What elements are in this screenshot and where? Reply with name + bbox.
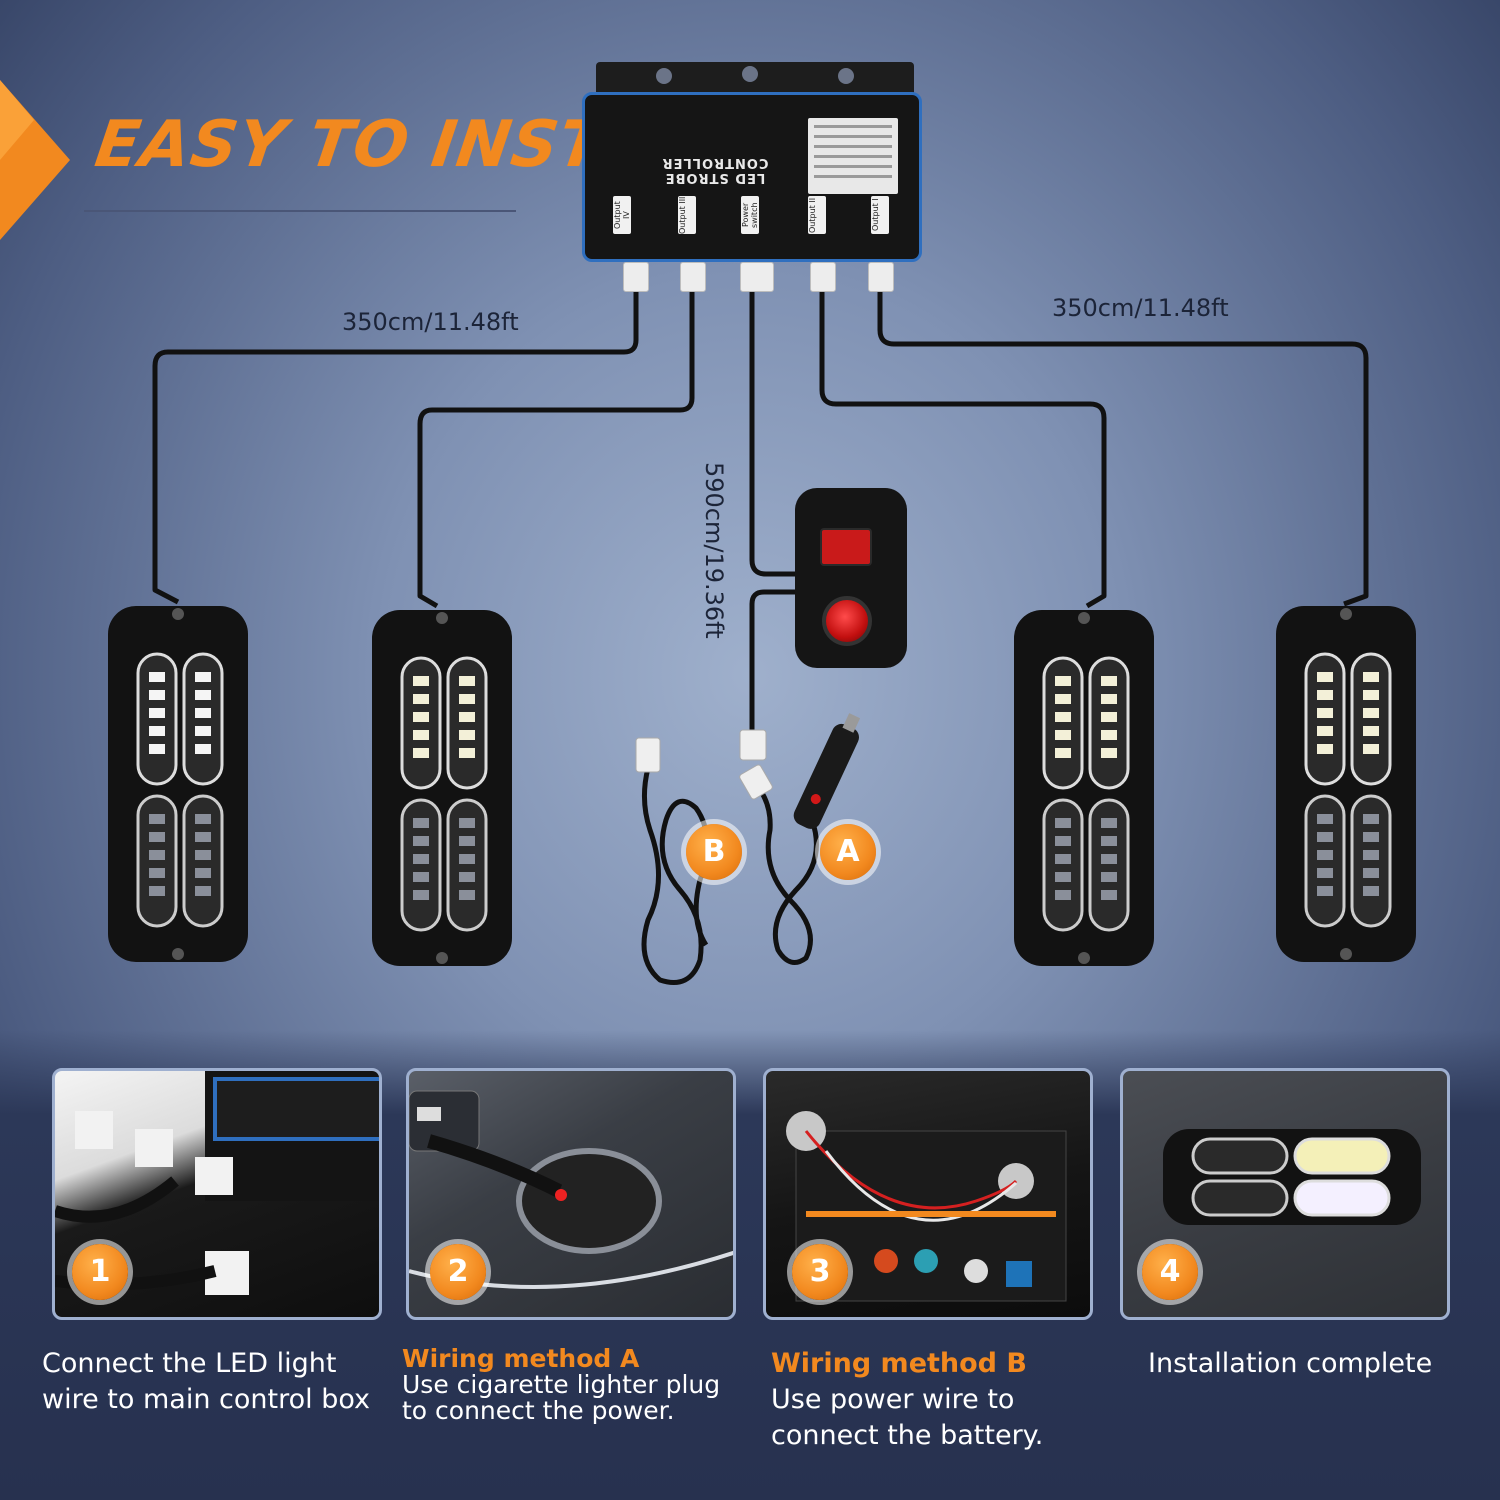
port-label: Output III: [678, 196, 696, 234]
strobe-light-2: [372, 610, 512, 966]
connector-a: [739, 729, 767, 761]
controller-name: LED STROBE CONTROLLER: [661, 155, 769, 185]
step-1-text-line1: Connect the LED light: [42, 1348, 337, 1379]
step-3-badge: 3: [792, 1244, 848, 1300]
step-3-caption: Wiring method B Use power wire to connec…: [771, 1346, 1043, 1454]
mount-hole: [838, 68, 854, 84]
title-divider: [84, 210, 516, 212]
output-plug: [680, 262, 706, 292]
chevron-icon: [0, 80, 70, 240]
output-plug: [810, 262, 836, 292]
cigarette-plug: [793, 713, 861, 829]
strobe-light-1: [108, 606, 248, 962]
step-4-badge: 4: [1142, 1244, 1198, 1300]
mount-hole: [656, 68, 672, 84]
port-label: Output IV: [613, 196, 631, 234]
port-label: Output II: [808, 196, 826, 234]
cable-length-left: 350cm/11.48ft: [342, 308, 519, 336]
step-3-text-line2: connect the battery.: [771, 1420, 1044, 1451]
step-4-photo: [1120, 1068, 1450, 1320]
mount-hole: [742, 66, 758, 82]
step-2-photo: [406, 1068, 736, 1320]
strobe-light-3: [1014, 610, 1154, 966]
port-label: Output I: [871, 196, 889, 234]
step-1-text-line2: wire to main control box: [42, 1384, 370, 1415]
badge-a: A: [820, 824, 876, 880]
coil-a: [750, 778, 822, 965]
step-3-heading: Wiring method B: [771, 1348, 1027, 1379]
wire-light-4: [877, 292, 1369, 607]
step-2-text-line1: Use cigarette lighter plug: [402, 1370, 721, 1399]
push-button-icon: [822, 596, 872, 646]
connector-b: [635, 737, 661, 773]
step-2-text-line2: to connect the power.: [402, 1396, 675, 1425]
wire-power: [749, 292, 800, 577]
step-1-badge: 1: [72, 1244, 128, 1300]
power-plug: [740, 262, 774, 292]
step-2-heading: Wiring method A: [402, 1344, 640, 1373]
wire-light-3: [819, 292, 1107, 609]
port-label: Power switch: [741, 196, 759, 234]
step-4-text-line1: Installation complete: [1148, 1348, 1433, 1379]
step-2-badge: 2: [430, 1244, 486, 1300]
wire-light-2: [417, 292, 695, 609]
cable-length-right: 350cm/11.48ft: [1052, 294, 1229, 322]
cable-length-power: 590cm/19.36ft: [700, 462, 728, 639]
output-plug: [623, 262, 649, 292]
step-1-caption: Connect the LED light wire to main contr…: [42, 1346, 370, 1418]
output-plug: [868, 262, 894, 292]
wire-light-1: [152, 292, 639, 605]
step-4-caption: Installation complete: [1148, 1346, 1432, 1382]
wire-power-out: [749, 589, 800, 730]
controller-spec-sticker: [808, 118, 898, 194]
step-2-caption: Wiring method A Use cigarette lighter pl…: [402, 1346, 720, 1424]
step-3-text-line1: Use power wire to: [771, 1384, 1015, 1415]
badge-b: B: [686, 824, 742, 880]
step-1-photo: [52, 1068, 382, 1320]
strobe-light-4: [1276, 606, 1416, 962]
rocker-switch-icon: [820, 528, 872, 566]
